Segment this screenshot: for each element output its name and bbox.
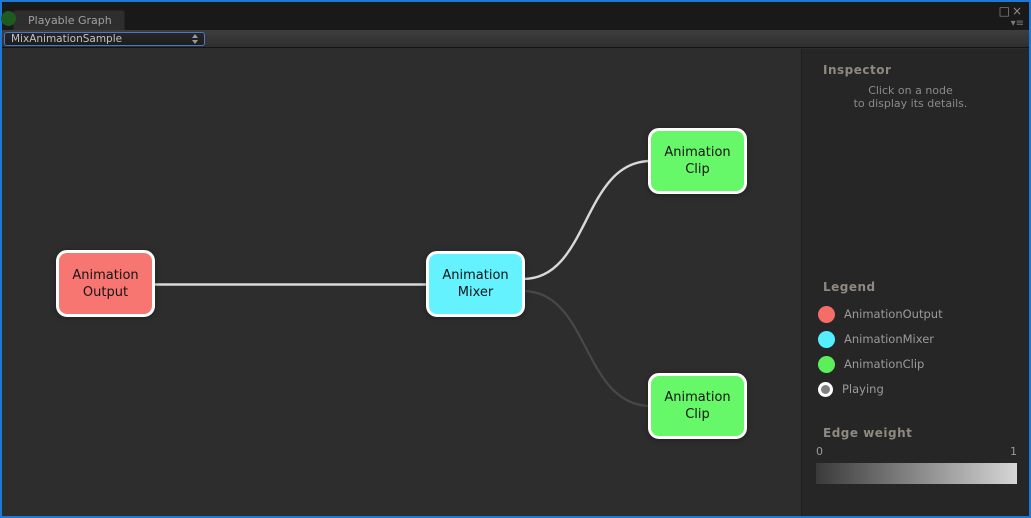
graph-edges (154, 159, 652, 408)
maximize-icon[interactable]: □ (998, 4, 1012, 18)
legend-item-animationoutput: AnimationOutput (818, 305, 943, 323)
legend-label: Playing (842, 382, 884, 396)
close-icon[interactable]: × (1011, 4, 1024, 18)
legend-swatch-output-icon (818, 305, 835, 323)
popup-arrows-icon (192, 34, 198, 44)
legend-item-animationmixer: AnimationMixer (818, 330, 934, 348)
legend-swatch-clip-icon (818, 355, 835, 373)
green-dot-icon (1, 11, 16, 26)
node-label: Animation Clip (664, 390, 731, 422)
node-label: Animation Clip (664, 145, 731, 177)
graph-canvas: Animation Output Animation Mixer Animati… (2, 49, 801, 516)
node-animation-mixer[interactable]: Animation Mixer (426, 251, 525, 317)
window-menu-icon[interactable]: ≡ (1015, 18, 1024, 29)
legend-item-animationclip: AnimationClip (818, 355, 924, 373)
legend-label: AnimationMixer (844, 332, 935, 346)
legend-item-playing: Playing (818, 380, 884, 398)
inspector-title: Inspector (823, 63, 892, 77)
node-label: Animation Mixer (442, 268, 509, 300)
legend-label: AnimationClip (844, 357, 925, 371)
inspector-sidebar: Inspector Click on a node to display its… (801, 49, 1029, 516)
graph-selector-value: MixAnimationSample (11, 33, 123, 45)
node-animation-clip-top[interactable]: Animation Clip (648, 128, 747, 194)
hint-line-1: Click on a node (868, 84, 953, 97)
inspector-hint: Click on a node to display its details. (802, 84, 1019, 110)
edge-weight-title: Edge weight (823, 426, 913, 440)
main-area: Animation Output Animation Mixer Animati… (2, 49, 1029, 516)
edge-weight-gradient-bar (816, 463, 1017, 484)
graph-selector-dropdown[interactable]: MixAnimationSample (4, 32, 205, 46)
legend-swatch-playing-icon (818, 381, 833, 397)
legend-title: Legend (823, 280, 876, 294)
window-controls: □× ▾≡ (998, 4, 1024, 29)
legend-label: AnimationOutput (844, 307, 943, 321)
edge-weight-scale: 0 1 (816, 445, 1017, 458)
edge-mixer-clip-bottom (522, 289, 652, 408)
edge-mixer-clip-top (522, 159, 652, 281)
tab-playable-graph[interactable]: Playable Graph (13, 10, 125, 30)
hint-line-2: to display its details. (853, 97, 968, 110)
legend-swatch-mixer-icon (818, 330, 835, 348)
toolbar: MixAnimationSample (2, 30, 1029, 48)
node-animation-output[interactable]: Animation Output (56, 250, 155, 317)
title-bar: Playable Graph □× ▾≡ (1, 2, 1029, 30)
node-animation-clip-bottom[interactable]: Animation Clip (648, 373, 747, 439)
window-dropdown-icon[interactable]: ▾ (1010, 18, 1016, 29)
edge-weight-min: 0 (816, 445, 823, 458)
edge-weight-max: 1 (1010, 445, 1017, 458)
node-label: Animation Output (72, 267, 139, 300)
